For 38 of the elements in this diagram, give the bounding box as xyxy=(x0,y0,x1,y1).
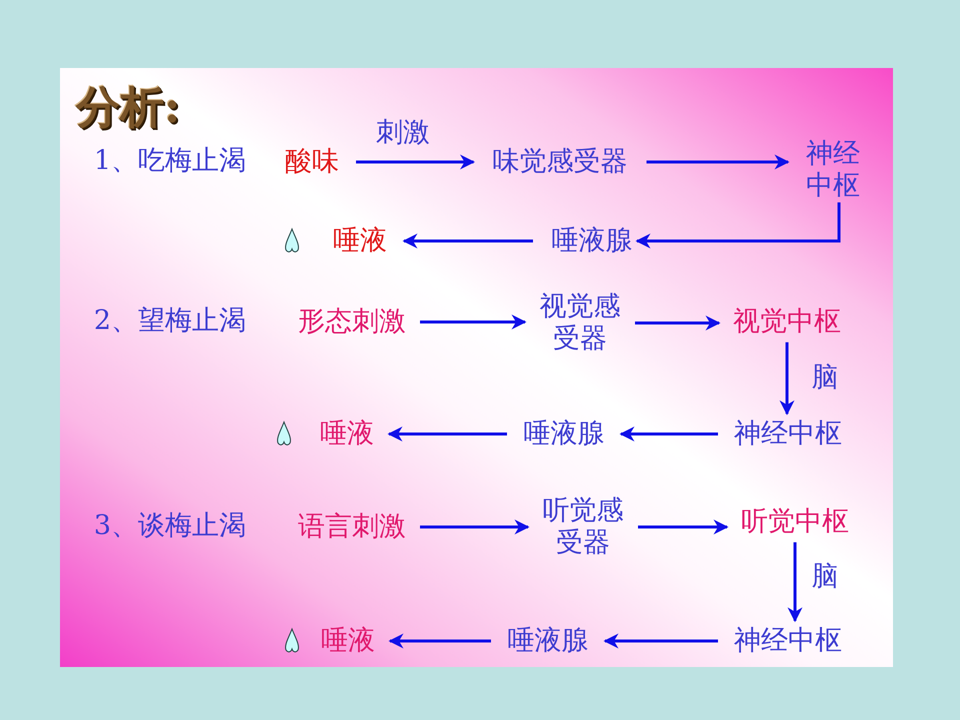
flow-term: 唾液 xyxy=(318,624,378,658)
arrow xyxy=(638,520,728,534)
arrow xyxy=(780,342,794,416)
flow-term: 神经中枢 xyxy=(802,138,864,202)
row-heading: 1、吃梅止渴 xyxy=(92,145,248,178)
flow-term: 唾液 xyxy=(317,418,377,450)
flow-term: 神经中枢 xyxy=(730,418,846,450)
flow-term: 酸味 xyxy=(282,146,342,178)
flow-term: 听觉中枢 xyxy=(737,506,853,538)
arrow xyxy=(788,542,802,622)
arrow xyxy=(420,314,526,330)
flow-term: 味觉感受器 xyxy=(488,146,632,178)
arrow xyxy=(402,234,533,248)
flow-term: 听觉感受器 xyxy=(538,494,628,560)
arrow xyxy=(646,154,790,170)
flow-term: 唾液腺 xyxy=(503,624,593,658)
flow-term: 唾液 xyxy=(330,224,390,258)
flow-term: 视觉中枢 xyxy=(729,306,845,338)
arrow xyxy=(635,316,720,330)
arrow xyxy=(356,154,475,170)
edge-label: 脑 xyxy=(812,560,838,594)
arrow xyxy=(388,634,491,648)
row-heading: 2、望梅止渴 xyxy=(92,305,248,338)
flow-term: 唾液腺 xyxy=(547,224,637,258)
arrow xyxy=(620,426,718,442)
flow-term: 语言刺激 xyxy=(294,510,410,544)
arrow xyxy=(604,634,718,648)
flow-term: 视觉感受器 xyxy=(535,290,625,356)
edge-label: 脑 xyxy=(812,362,838,394)
arrow xyxy=(388,426,507,442)
flow-term: 唾液腺 xyxy=(519,418,609,450)
arrow xyxy=(636,202,840,248)
edge-label: 刺激 xyxy=(376,116,430,150)
title: 分析: xyxy=(76,82,180,135)
arrow xyxy=(420,520,530,534)
flow-term: 形态刺激 xyxy=(294,306,410,338)
row-heading: 3、谈梅止渴 xyxy=(92,510,248,542)
flow-term: 神经中枢 xyxy=(730,624,846,658)
